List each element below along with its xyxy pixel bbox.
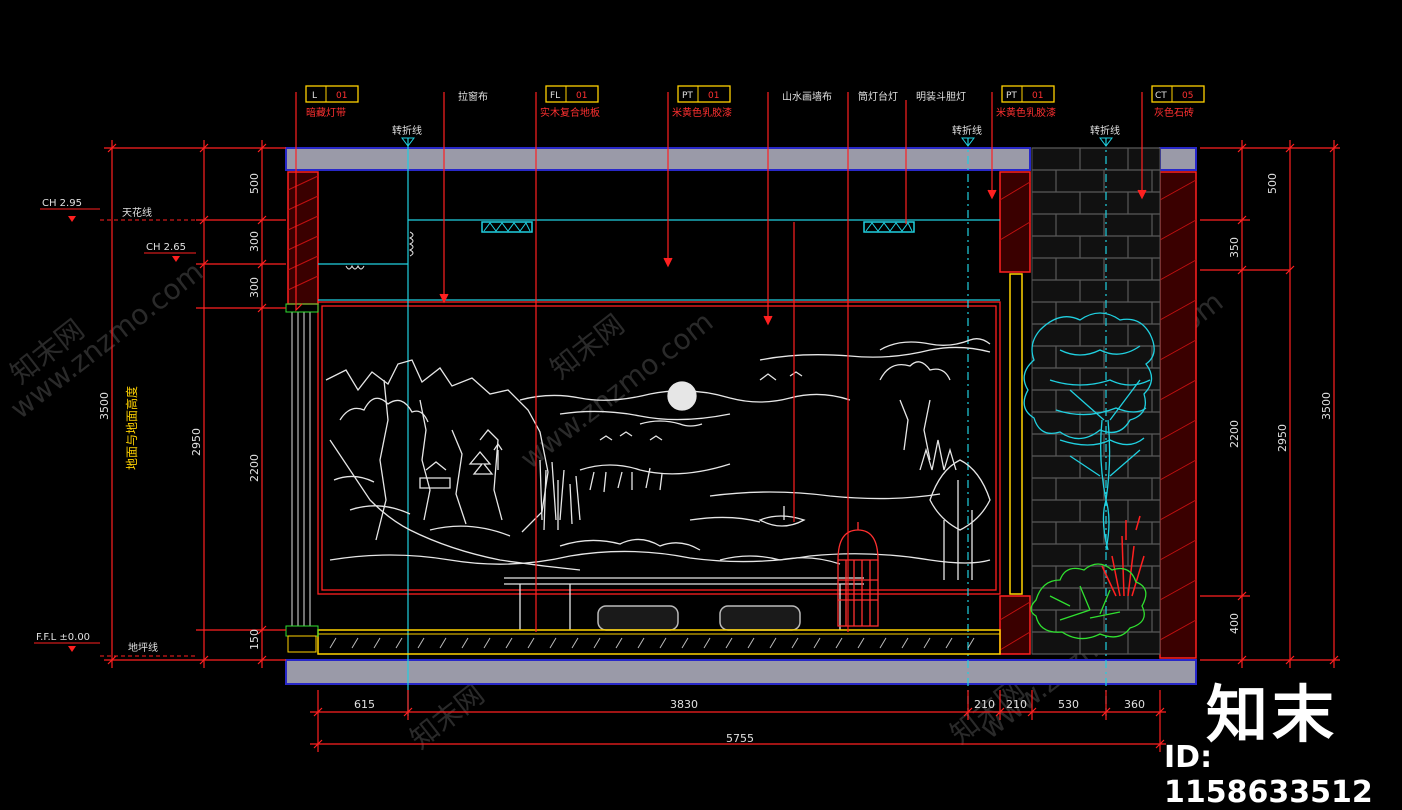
bottom-dim-seg: 210 <box>974 698 995 711</box>
bottom-dim-seg: 530 <box>1058 698 1079 711</box>
callout-tags: L 01 FL 01 PT 01 PT 01 CT 05 <box>305 85 1205 103</box>
svg-text:01: 01 <box>576 91 587 101</box>
light-fixture-pattern <box>865 222 913 232</box>
bottom-dim-total: 5755 <box>726 732 754 745</box>
fold-line-arrow <box>1099 137 1113 147</box>
svg-text:PT: PT <box>682 91 693 101</box>
curtain-column <box>285 303 319 653</box>
right-dim-outer: 3500 <box>1320 392 1333 420</box>
green-shrub <box>1030 563 1147 640</box>
bench-seats <box>597 605 801 631</box>
callout-text: 暗藏灯带 <box>306 106 346 119</box>
svg-text:01: 01 <box>336 91 347 101</box>
svg-text:CH 2.95: CH 2.95 <box>42 198 82 209</box>
moon <box>667 381 697 411</box>
left-dim-seg: 500 <box>248 173 261 194</box>
callout-text: 实木复合地板 <box>540 106 600 119</box>
callout-tag: PT 01 <box>677 85 731 103</box>
right-dim-seg: 500 <box>1266 173 1279 194</box>
callout-text: 米黄色乳胶漆 <box>996 106 1056 119</box>
callout-tag: L 01 <box>305 85 359 103</box>
ceiling-slab <box>285 147 1031 171</box>
light-fixture-pattern <box>483 222 531 232</box>
mid-wall <box>999 171 1031 273</box>
callout-text: 米黄色乳胶漆 <box>672 106 732 119</box>
svg-text:PT: PT <box>1006 91 1017 101</box>
mid-wall-bottom <box>999 595 1031 655</box>
svg-text:L: L <box>312 91 317 101</box>
left-dim-seg: 2200 <box>248 454 261 482</box>
curtain-pleat <box>345 264 365 270</box>
fold-line-markers: 转折线 转折线 转折线 <box>392 124 1120 147</box>
brick-pattern <box>1032 147 1160 655</box>
callout-text: 筒灯台灯 <box>858 90 898 103</box>
watermark-logo: 知末 <box>1206 678 1339 751</box>
bottom-dim-seg: 210 <box>1006 698 1027 711</box>
svg-text:01: 01 <box>708 91 719 101</box>
floor-step <box>317 629 1001 655</box>
vertical-room-label: 地面与地面高度 <box>124 386 139 470</box>
dimension-lines <box>104 140 1340 752</box>
bottom-dim-seg: 360 <box>1124 698 1145 711</box>
svg-text:CH 2.65: CH 2.65 <box>146 242 186 253</box>
bird-cage <box>837 522 879 627</box>
svg-text:CT: CT <box>1155 91 1167 101</box>
level-marks: CH 2.95 天花线 CH 2.65 F.F.L ±0.00 地坪线 <box>34 198 196 657</box>
level-mark-soffit: CH 2.65 <box>144 242 196 262</box>
callout-tag: CT 05 <box>1151 85 1205 103</box>
fold-line-label: 转折线 <box>952 124 982 137</box>
svg-text:F.F.L ±0.00: F.F.L ±0.00 <box>36 632 90 643</box>
fold-line-arrow <box>401 137 415 147</box>
right-dim-seg: 400 <box>1228 613 1241 634</box>
wall-trim <box>1009 273 1023 595</box>
bottom-dim-seg: 3830 <box>670 698 698 711</box>
left-dim-seg: 150 <box>248 629 261 650</box>
dimension-text: 3500 2950 500 300 300 2200 150 500 350 2… <box>98 173 1333 745</box>
callout-tag: FL 01 <box>545 85 599 103</box>
reference-lines <box>407 138 1107 716</box>
callout-leaders <box>295 92 1147 632</box>
right-wall-hatch <box>999 179 1197 651</box>
right-wall <box>1159 171 1197 659</box>
red-plant <box>1101 515 1145 597</box>
light-fixture <box>481 221 533 233</box>
left-dim-seg: 300 <box>248 231 261 252</box>
left-dim-outer: 3500 <box>98 392 111 420</box>
right-dim-seg: 2200 <box>1228 420 1241 448</box>
callout-text: 灰色石砖 <box>1154 106 1194 119</box>
curtain-pleat <box>408 231 414 257</box>
svg-text:天花线: 天花线 <box>122 206 152 219</box>
callout-text: 明装斗胆灯 <box>916 90 966 103</box>
svg-text:地坪线: 地坪线 <box>128 641 158 654</box>
floor-slab <box>285 659 1197 685</box>
left-dim-seg: 300 <box>248 277 261 298</box>
left-wall-hatch <box>287 175 319 291</box>
svg-text:FL: FL <box>550 91 560 101</box>
callout-tag: PT 01 <box>1001 85 1055 103</box>
right-dim-middle: 2950 <box>1276 424 1289 452</box>
right-dim-seg: 350 <box>1228 237 1241 258</box>
left-dim-middle: 2950 <box>190 428 203 456</box>
decor-tree <box>1023 312 1155 551</box>
fold-line-label: 转折线 <box>392 124 422 137</box>
light-fixture <box>863 221 915 233</box>
bottom-dim-seg: 615 <box>354 698 375 711</box>
callout-text: 山水画墙布 <box>782 90 832 103</box>
svg-text:01: 01 <box>1032 91 1043 101</box>
fold-line-label: 转折线 <box>1090 124 1120 137</box>
callout-text: 拉窗布 <box>458 90 488 103</box>
landscape-mural <box>325 338 991 630</box>
brick-wall <box>1031 147 1161 655</box>
callout-texts: 暗藏灯带 拉窗布 实木复合地板 米黄色乳胶漆 山水画墙布 筒灯台灯 明装斗胆灯 … <box>306 90 1194 119</box>
level-mark-ceiling: CH 2.95 天花线 <box>40 198 196 222</box>
ceiling-slab-right <box>1159 147 1197 171</box>
ceiling-lines <box>317 219 1001 595</box>
level-mark-floor: F.F.L ±0.00 地坪线 <box>34 632 196 657</box>
svg-text:05: 05 <box>1182 91 1193 101</box>
fold-line-arrow <box>961 137 975 147</box>
